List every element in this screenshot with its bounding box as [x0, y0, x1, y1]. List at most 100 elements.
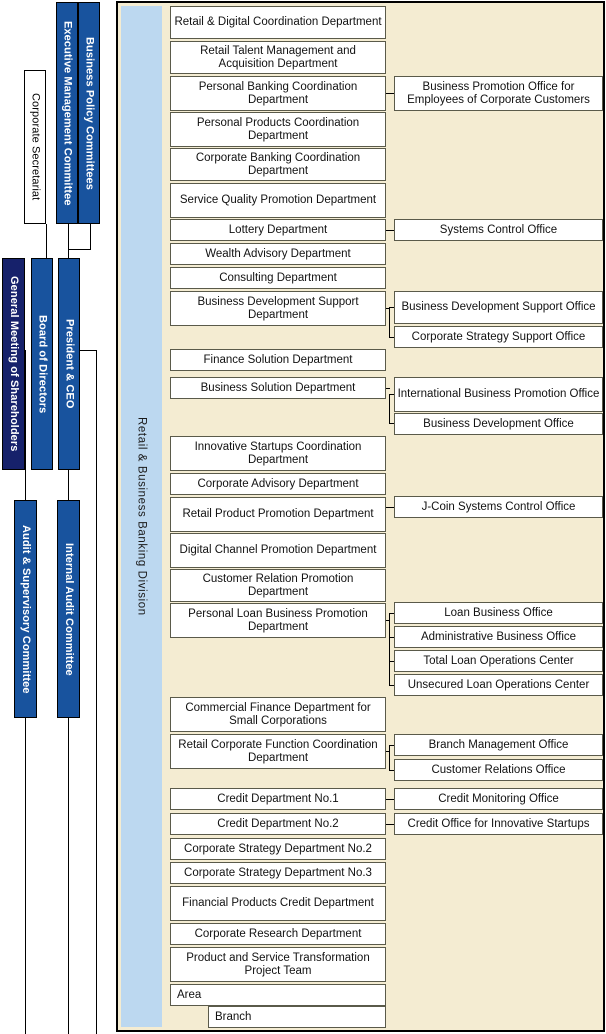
office-label: Credit Monitoring Office — [438, 792, 559, 805]
governance-board-of-directors[interactable]: Board of Directors — [31, 258, 53, 470]
governance-audit-and-supervisory-committee[interactable]: Audit & Supervisory Committee — [14, 500, 37, 718]
department-label: Innovative Startups Coordination Departm… — [194, 440, 362, 466]
division-title-bar: Retail & Business Banking Division — [121, 6, 162, 1027]
department-label: Branch — [215, 1010, 252, 1023]
office-box[interactable]: Credit Office for Innovative Startups — [394, 813, 603, 835]
governance-label: Audit & Supervisory Committee — [20, 524, 32, 694]
office-label: Branch Management Office — [428, 738, 569, 751]
department-box[interactable]: Personal Products Coordination Departmen… — [170, 112, 386, 147]
trunk-line-division — [96, 350, 97, 1034]
connector-exec-committee-down — [68, 224, 69, 250]
department-box[interactable]: Digital Channel Promotion Department — [170, 533, 386, 568]
office-box[interactable]: Credit Monitoring Office — [394, 788, 603, 810]
department-label: Finance Solution Department — [203, 353, 353, 366]
department-label: Digital Channel Promotion Department — [179, 544, 377, 557]
department-label: Personal Loan Business Promotion Departm… — [188, 607, 368, 633]
governance-general-meeting-of-shareholders[interactable]: General Meeting of Shareholders — [2, 258, 25, 470]
department-label: Corporate Strategy Department No.2 — [184, 842, 372, 855]
department-box[interactable]: Corporate Banking Coordination Departmen… — [170, 148, 386, 181]
department-label: Corporate Research Department — [194, 927, 362, 940]
connector-committees-join — [68, 249, 91, 250]
department-label: Personal Banking Coordination Department — [198, 80, 358, 106]
department-label: Financial Products Credit Department — [182, 897, 374, 910]
office-label: Customer Relations Office — [431, 763, 566, 776]
office-box[interactable]: Business Development Support Office — [394, 291, 603, 324]
department-label: Credit Department No.1 — [217, 792, 339, 805]
department-box[interactable]: Lottery Department — [170, 219, 386, 241]
office-box[interactable]: International Business Promotion Office — [394, 377, 603, 412]
department-label: Consulting Department — [219, 271, 337, 284]
connector-policy-committee-down — [90, 224, 91, 250]
office-box[interactable]: Unsecured Loan Operations Center — [394, 674, 603, 696]
office-box[interactable]: Branch Management Office — [394, 734, 603, 756]
office-label: Corporate Strategy Support Office — [411, 330, 586, 343]
office-label: J-Coin Systems Control Office — [421, 500, 576, 513]
office-box[interactable]: Total Loan Operations Center — [394, 650, 603, 672]
department-box[interactable]: Product and Service Transformation Proje… — [170, 947, 386, 982]
department-label: Retail Talent Management and Acquisition… — [200, 44, 356, 70]
trunk-line-president — [68, 470, 69, 1034]
department-label: Corporate Banking Coordination Departmen… — [195, 151, 361, 177]
department-label: Retail Corporate Function Coordination D… — [178, 738, 378, 764]
department-box[interactable]: Business Development Support Department — [170, 291, 386, 326]
department-label: Lottery Department — [228, 223, 328, 236]
office-box[interactable]: J-Coin Systems Control Office — [394, 496, 603, 518]
department-box[interactable]: Retail & Digital Coordination Department — [170, 6, 386, 39]
department-box[interactable]: Retail Product Promotion Department — [170, 497, 386, 532]
department-box[interactable]: Retail Talent Management and Acquisition… — [170, 41, 386, 74]
department-box[interactable]: Customer Relation Promotion Department — [170, 569, 386, 602]
office-box[interactable]: Business Development Office — [394, 413, 603, 435]
office-box[interactable]: Administrative Business Office — [394, 626, 603, 648]
department-box[interactable]: Service Quality Promotion Department — [170, 183, 386, 218]
office-box[interactable]: Corporate Strategy Support Office — [394, 326, 603, 348]
governance-label: Internal Audit Committee — [63, 542, 75, 676]
governance-executive-management-committee[interactable]: Executive Management Committee — [56, 2, 78, 224]
governance-president-and-ceo[interactable]: President & CEO — [58, 258, 80, 470]
governance-label: Corporate Secretariat — [29, 93, 42, 201]
division-title: Retail & Business Banking Division — [135, 417, 148, 616]
department-box[interactable]: Corporate Strategy Department No.3 — [170, 862, 386, 884]
department-box-branch[interactable]: Branch — [208, 1006, 386, 1028]
governance-internal-audit-committee[interactable]: Internal Audit Committee — [57, 500, 80, 718]
department-box[interactable]: Personal Banking Coordination Department — [170, 76, 386, 111]
department-box[interactable]: Business Solution Department — [170, 377, 386, 399]
department-label: Corporate Advisory Department — [197, 477, 359, 490]
governance-label: Board of Directors — [36, 314, 49, 414]
department-label: Commercial Finance Department for Small … — [185, 701, 371, 727]
department-box[interactable]: Finance Solution Department — [170, 349, 386, 371]
office-box[interactable]: Loan Business Office — [394, 602, 603, 624]
department-label: Area — [177, 988, 202, 1001]
office-label: Unsecured Loan Operations Center — [407, 678, 590, 691]
governance-label: Executive Management Committee — [61, 20, 74, 206]
office-label: Business Promotion Office for Employees … — [407, 80, 590, 106]
connector-president-to-division — [68, 350, 97, 351]
office-box[interactable]: Business Promotion Office for Employees … — [394, 76, 603, 111]
governance-corporate-secretariat[interactable]: Corporate Secretariat — [24, 70, 46, 224]
department-label: Retail & Digital Coordination Department — [174, 16, 382, 29]
department-box[interactable]: Credit Department No.2 — [170, 813, 386, 835]
department-box[interactable]: Wealth Advisory Department — [170, 243, 386, 265]
department-box[interactable]: Innovative Startups Coordination Departm… — [170, 436, 386, 471]
office-label: Credit Office for Innovative Startups — [407, 817, 590, 830]
department-box[interactable]: Retail Corporate Function Coordination D… — [170, 734, 386, 769]
department-label: Customer Relation Promotion Department — [202, 572, 354, 598]
department-box-area[interactable]: Area — [170, 984, 386, 1006]
office-label: Loan Business Office — [444, 606, 553, 619]
office-box[interactable]: Customer Relations Office — [394, 759, 603, 781]
department-box[interactable]: Corporate Strategy Department No.2 — [170, 838, 386, 860]
department-box[interactable]: Corporate Research Department — [170, 923, 386, 945]
office-label: International Business Promotion Office — [397, 388, 600, 401]
governance-label: President & CEO — [63, 319, 76, 409]
office-box[interactable]: Systems Control Office — [394, 219, 603, 241]
governance-business-policy-committees[interactable]: Business Policy Committees — [78, 2, 100, 224]
department-box[interactable]: Financial Products Credit Department — [170, 886, 386, 921]
department-label: Personal Products Coordination Departmen… — [196, 116, 360, 142]
department-box[interactable]: Personal Loan Business Promotion Departm… — [170, 603, 386, 638]
department-box[interactable]: Consulting Department — [170, 267, 386, 289]
department-box[interactable]: Corporate Advisory Department — [170, 473, 386, 495]
department-box[interactable]: Commercial Finance Department for Small … — [170, 697, 386, 732]
department-label: Wealth Advisory Department — [205, 247, 351, 260]
department-label: Service Quality Promotion Department — [179, 194, 377, 207]
department-box[interactable]: Credit Department No.1 — [170, 788, 386, 810]
